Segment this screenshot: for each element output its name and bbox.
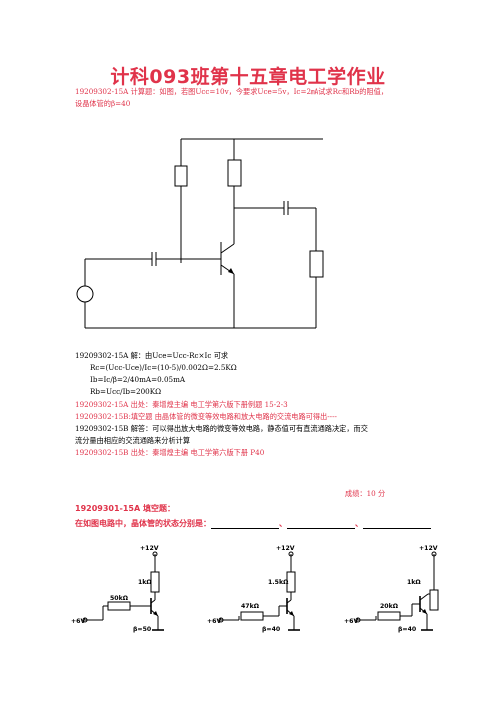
circuit-1 <box>85 554 164 631</box>
rc-label-3: 1kΩ <box>407 579 421 586</box>
rc-resistor-3 <box>429 589 439 611</box>
score-label: 成绩：10 分 <box>345 489 386 498</box>
q1-line1: 19209302-15A 计算题：如图，若图Ucc=10v，今要求Uce=5v，… <box>75 87 388 96</box>
vcc-label-2: +12V <box>276 545 295 552</box>
rc-label-2: 1.5kΩ <box>268 579 289 586</box>
question-2: 19209302-15B:填空题 由晶体管的微变等效电路和放大电路的交流电路可得… <box>75 412 337 421</box>
rb-label-1: 50kΩ <box>110 595 129 602</box>
answer-2-line2: 流分量由相应的交流通路来分析计算 <box>75 436 191 445</box>
circuit-2 <box>221 554 300 631</box>
separator-1: 、 <box>279 519 287 528</box>
rb-resistor-1 <box>107 601 131 611</box>
answer-blank-1[interactable] <box>211 519 279 529</box>
vin-label-2: +6V <box>207 618 221 625</box>
source-1: 19209302-15A 出处：秦增煌主编 电工学第六版下册例题 15-2-3 <box>75 400 288 409</box>
answer-blank-2[interactable] <box>287 519 355 529</box>
vcc-label-3: +12V <box>419 545 438 552</box>
rb-label-2: 47kΩ <box>241 603 260 610</box>
beta-label-3: β=40 <box>398 626 417 633</box>
beta-label-2: β=40 <box>262 626 281 633</box>
vin-label-3: +6V <box>344 618 358 625</box>
solution-heading: 19209302-15A 解：由Uce=Ucc-Rc×Ic 可求 <box>75 351 229 360</box>
question-3-prompt: 在如图电路中，晶体管的状态分别是： <box>75 519 211 528</box>
rb-resistor-2 <box>240 611 264 621</box>
question-3-heading: 19209301-15A 填空题： <box>75 504 175 513</box>
rc-resistor-1 <box>150 571 160 593</box>
rc-label-1: 1kΩ <box>138 579 152 586</box>
separator-2: 、 <box>355 519 363 528</box>
circuit-3 <box>358 554 439 631</box>
answer-2-line1: 19209302-15B 解答：可以得出放大电路的微变等效电路，静态值可有直流通… <box>75 424 368 433</box>
answer-blank-3[interactable] <box>363 519 431 529</box>
solution-ib: Ib=Ic/β=2/40mA=0.05mA <box>90 375 186 384</box>
solution-rb: Rb=Ucc/Ib=200KΩ <box>90 387 162 396</box>
question-3-text: 在如图电路中，晶体管的状态分别是： 、 、 <box>75 518 431 529</box>
rb-label-3: 20kΩ <box>380 603 399 610</box>
rb-resistor-3 <box>377 611 401 621</box>
vcc-label-1: +12V <box>140 545 159 552</box>
vin-label-1: +6V <box>71 618 85 625</box>
beta-label-1: β=50 <box>133 626 152 633</box>
solution-rc: Rc=(Ucc-Uce)/Ic=(10-5)/0.002Ω=2.5KΩ <box>90 363 237 372</box>
page-title: 计科093班第十五章电工学作业 <box>110 66 386 88</box>
source-2: 19209302-15B 出处：秦增煌主编 电工学第六版下册 P40 <box>75 448 265 457</box>
q1-line2: 设晶体管的β=40 <box>75 99 131 108</box>
